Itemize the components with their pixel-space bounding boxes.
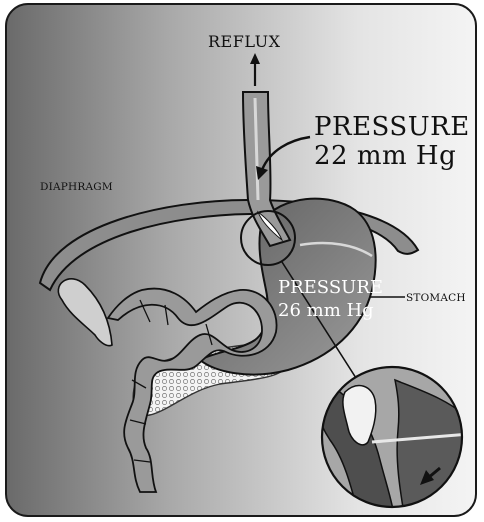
stomach-label: STOMACH [406, 292, 466, 304]
reflux-label: REFLUX [208, 32, 281, 51]
pressure-top-label: PRESSURE [314, 112, 470, 142]
pressure-bottom-label: PRESSURE [278, 277, 383, 298]
diaphragm-label: DIAPHRAGM [40, 181, 113, 193]
pressure-bottom-value: 26 mm Hg [278, 300, 374, 321]
pressure-top-value: 22 mm Hg [314, 141, 456, 171]
